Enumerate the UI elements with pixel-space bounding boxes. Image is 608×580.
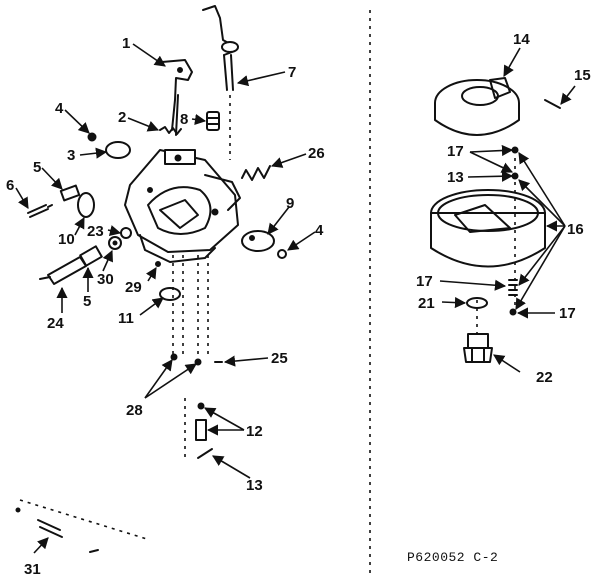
bowl-nut-part — [15, 499, 151, 553]
gasket-11-part — [159, 287, 181, 301]
ball-29-part — [155, 261, 161, 267]
seal-28-part — [170, 353, 178, 361]
float-bowl-part — [430, 189, 546, 268]
callout-17-mid: 17 — [416, 273, 433, 290]
carburetor-body — [124, 149, 241, 263]
throttle-plate-part — [105, 141, 131, 159]
callout-11: 11 — [118, 310, 134, 327]
float-part — [434, 77, 520, 136]
screw-4-part — [277, 249, 287, 259]
seal-23-part — [120, 227, 132, 239]
needle-valve-part — [27, 184, 81, 218]
callout-10: 10 — [58, 231, 75, 248]
callout-24: 24 — [47, 315, 64, 332]
spring-10-part — [77, 192, 95, 218]
callout-22: 22 — [536, 369, 553, 386]
callout-31: 31 — [24, 561, 41, 578]
callout-3: 3 — [67, 147, 75, 164]
spring-17-lower-part — [508, 279, 518, 296]
callout-6: 6 — [6, 177, 14, 194]
screw-part — [87, 132, 97, 142]
callout-25: 25 — [271, 350, 288, 367]
callout-4: 4 — [55, 100, 64, 117]
callout-30: 30 — [97, 271, 114, 288]
needle-seat-part — [206, 111, 220, 131]
callout-1: 1 — [122, 35, 130, 52]
callout-23: 23 — [87, 223, 104, 240]
throttle-shaft-part — [202, 5, 239, 91]
callout-12: 12 — [246, 423, 263, 440]
callout-5: 5 — [33, 159, 41, 176]
drawing-code: P620052 C-2 — [407, 550, 499, 565]
callout-17-right: 17 — [559, 305, 576, 322]
choke-plate-part — [241, 230, 275, 252]
callout-9: 9 — [286, 195, 294, 212]
jet-12-part — [197, 402, 205, 410]
callout-2: 2 — [118, 109, 126, 126]
spring-26-part — [241, 165, 271, 181]
choke-lever-part — [161, 59, 193, 136]
callout-5-lower: 5 — [83, 293, 91, 310]
callout-8: 8 — [180, 111, 188, 128]
callout-29: 29 — [125, 279, 142, 296]
callout-4-right: 4 — [315, 222, 324, 239]
spring-part — [159, 126, 182, 135]
callout-21: 21 — [418, 295, 435, 312]
callout-16: 16 — [567, 221, 584, 238]
callout-7: 7 — [288, 64, 296, 81]
pin-13-part — [197, 448, 213, 459]
bowl-drain-22-part — [463, 333, 493, 363]
callout-15: 15 — [574, 67, 591, 84]
float-pin-15-part — [544, 99, 561, 109]
callout-17-top: 17 — [447, 143, 464, 160]
callout-13-right: 13 — [447, 169, 464, 186]
callout-14: 14 — [513, 31, 530, 48]
callout-28: 28 — [126, 402, 143, 419]
seal-17-part — [509, 308, 517, 316]
idle-screw-part — [39, 245, 103, 285]
callout-26: 26 — [308, 145, 325, 162]
callout-13: 13 — [246, 477, 263, 494]
